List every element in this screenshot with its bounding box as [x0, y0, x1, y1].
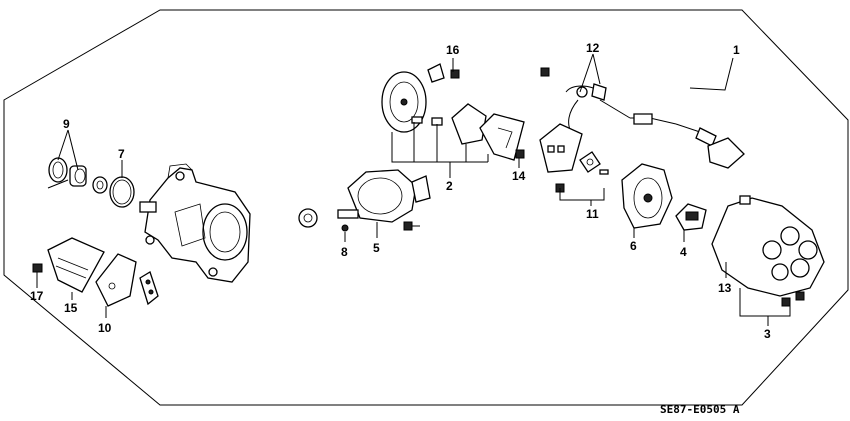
part-5-pickup — [337, 169, 431, 223]
callout-15: 15 — [64, 301, 78, 315]
callout-11: 11 — [586, 207, 599, 221]
callout-9: 9 — [63, 117, 70, 131]
callout-17: 17 — [30, 289, 44, 303]
part-7-o-ring — [109, 176, 135, 208]
assembly-boundary — [3, 9, 849, 406]
part-17-screw — [32, 263, 43, 282]
cap-screws — [781, 291, 805, 307]
callout-4: 4 — [680, 245, 687, 259]
callout-12: 12 — [586, 41, 600, 55]
part-16-bracket — [427, 63, 460, 83]
washer — [92, 176, 108, 194]
leader-lines — [36, 53, 791, 326]
callout-10: 10 — [98, 321, 112, 335]
washer-2 — [298, 208, 318, 228]
part-9-seal — [47, 157, 87, 189]
callout-2: 2 — [446, 179, 453, 193]
part-14-screw — [515, 149, 525, 159]
part-15-module — [47, 237, 105, 293]
callout-8: 8 — [341, 245, 348, 259]
part-4-rotor — [675, 203, 707, 231]
part-2-plates — [451, 103, 525, 161]
part-6-rotor-cap — [621, 163, 673, 229]
callout-14: 14 — [512, 169, 526, 183]
part-13-distributor-cap — [711, 195, 825, 297]
callout-7: 7 — [118, 147, 125, 161]
screw-5 — [403, 221, 420, 231]
part-10-igniter — [95, 253, 159, 307]
callout-5: 5 — [373, 241, 380, 255]
callout-3: 3 — [764, 327, 771, 341]
part-8-clip — [341, 224, 349, 232]
distributor-housing — [139, 163, 251, 283]
callout-16: 16 — [446, 43, 460, 57]
diagram-code: SE87-E0505 A — [660, 403, 740, 416]
callout-1: 1 — [733, 43, 740, 57]
part-12-harness — [540, 67, 745, 169]
ignition-coil-module — [539, 123, 583, 173]
callout-13: 13 — [718, 281, 732, 295]
callout-6: 6 — [630, 239, 637, 253]
